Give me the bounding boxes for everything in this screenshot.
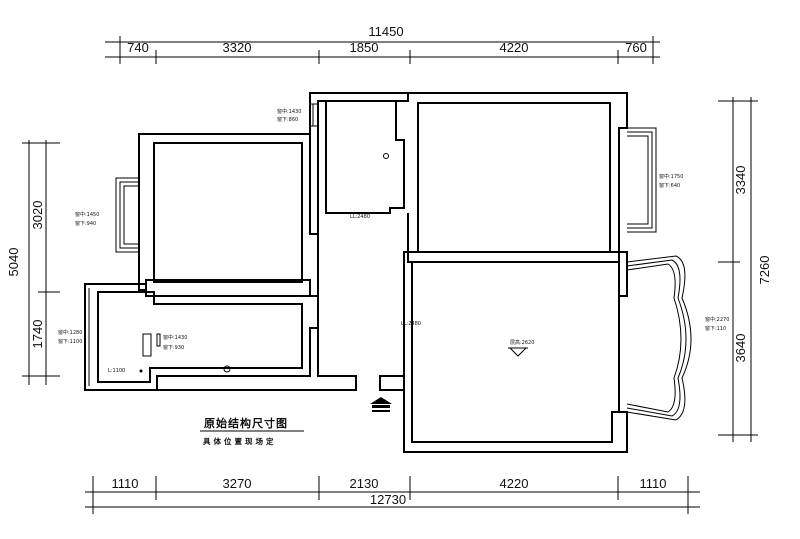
top-dimension-2: 3320 xyxy=(223,40,252,55)
window-label: 窗下:1100 xyxy=(58,338,82,345)
right-dimension-1: 3340 xyxy=(733,166,748,195)
window-label: 窗下:860 xyxy=(277,116,298,123)
annotations: 窗中:1430 窗下:860 窗中:1450 窗下:940 窗中:1750 窗下… xyxy=(58,108,729,374)
top-dimension-chain: 11450 740 3320 1850 4220 760 xyxy=(105,24,660,64)
drawing-subtitle: 具体位置现场定 xyxy=(203,436,277,446)
top-dimension-3: 1850 xyxy=(350,40,379,55)
top-dimension-1: 740 xyxy=(127,40,149,55)
level-marker-icon xyxy=(508,347,528,357)
bottom-dimension-1: 1110 xyxy=(112,476,139,491)
drawing-title: 原始结构尺寸图 xyxy=(204,416,288,430)
top-total-dimension: 11450 xyxy=(368,24,403,39)
window-label: 窗下:640 xyxy=(659,182,680,189)
entrance-icon xyxy=(370,397,392,412)
window-label: 窗中:1430 xyxy=(277,108,301,115)
beam-label: L:1100 xyxy=(108,368,125,374)
left-total-dimension: 5040 xyxy=(6,248,21,277)
window-label: 窗下:930 xyxy=(163,344,184,351)
top-dimension-5: 760 xyxy=(625,40,647,55)
left-dimension-1: 3020 xyxy=(30,201,45,230)
right-dimension-2: 3640 xyxy=(733,334,748,363)
bottom-dimension-3: 2130 xyxy=(350,476,379,491)
left-dimension-chain: 5040 3020 1740 xyxy=(6,140,60,385)
point-icon xyxy=(139,369,143,373)
top-dimension-4: 4220 xyxy=(500,40,529,55)
window-label: 窗下:940 xyxy=(75,220,96,227)
pipe-icon xyxy=(223,365,231,373)
beam-label: LL:2480 xyxy=(350,214,370,220)
walls xyxy=(84,92,628,453)
right-dimension-chain: 3340 3640 7260 xyxy=(718,97,772,442)
bottom-dimension-2: 3270 xyxy=(223,476,252,491)
fixtures xyxy=(139,153,528,412)
window-label: 窗中:1750 xyxy=(659,173,683,180)
bottom-dimension-4: 4220 xyxy=(500,476,529,491)
window-label: 窗中:2270 xyxy=(705,316,729,323)
window-label: 窗下:110 xyxy=(705,325,726,332)
window-label: 窗中:1280 xyxy=(58,329,82,336)
kitchen-window-frame xyxy=(142,333,152,357)
window-label: 窗中:1430 xyxy=(163,334,187,341)
window-label: 窗中:1450 xyxy=(75,211,99,218)
beam-label: LL:2480 xyxy=(401,321,421,327)
left-dimension-2: 1740 xyxy=(30,320,45,349)
windows xyxy=(84,103,692,421)
bottom-dimension-chain: 1110 3270 2130 4220 1110 12730 xyxy=(85,476,700,514)
bottom-total-dimension: 12730 xyxy=(370,492,406,507)
kitchen-window-sill xyxy=(156,333,161,347)
right-total-dimension: 7260 xyxy=(757,256,772,285)
floor-drain-icon xyxy=(383,153,389,159)
ceiling-height-label: 层高:2620 xyxy=(510,339,534,346)
bottom-dimension-5: 1110 xyxy=(640,476,667,491)
